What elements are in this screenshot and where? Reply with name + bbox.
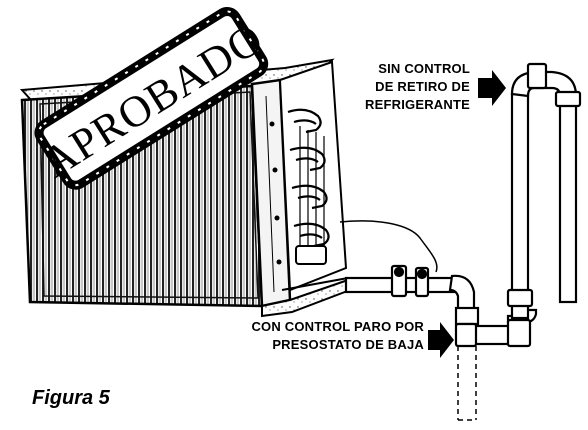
label-sin-control: SIN CONTROL DE RETIRO DE REFRIGERANTE (318, 60, 470, 114)
figure-caption: Figura 5 (32, 387, 110, 409)
control-wire (339, 220, 438, 273)
label-line: PRESOSTATO DE BAJA (272, 337, 424, 352)
label-line: CON CONTROL PARO POR (251, 319, 424, 334)
label-con-control: CON CONTROL PARO POR PRESOSTATO DE BAJA (190, 318, 424, 354)
arrow-right-icon (428, 322, 454, 358)
label-line: SIN CONTROL (378, 61, 470, 76)
dashed-drop-line (457, 346, 477, 421)
label-line: DE RETIRO DE (375, 79, 470, 94)
suction-line (344, 62, 582, 348)
return-bends (287, 108, 330, 265)
label-line: REFRIGERANTE (365, 97, 470, 112)
arrow-right-icon (478, 70, 506, 106)
